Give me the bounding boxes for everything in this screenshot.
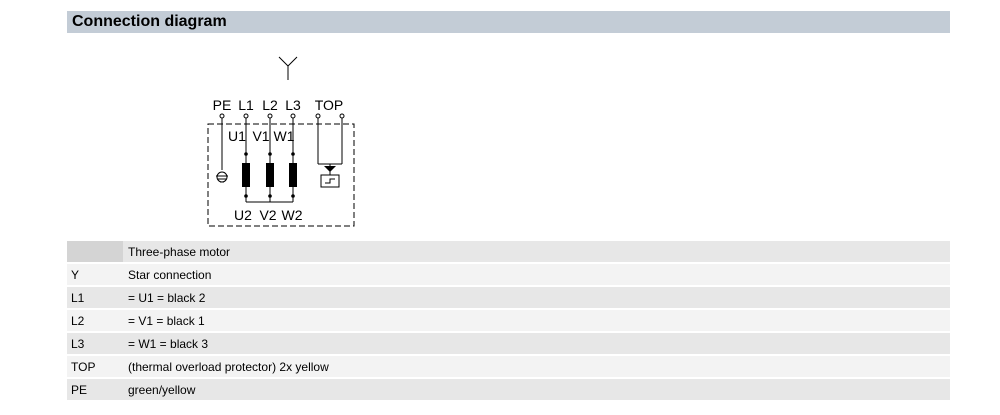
legend-value: (thermal overload protector) 2x yellow xyxy=(123,356,950,379)
winding-label-u1: U1 xyxy=(228,128,246,144)
legend-key: L3 xyxy=(67,333,123,356)
legend-key: Y xyxy=(67,264,123,287)
thermal-protector-icon xyxy=(320,166,340,188)
legend-key: TOP xyxy=(67,356,123,379)
winding-label-v1: V1 xyxy=(252,128,269,144)
table-row: L1 = U1 = black 2 xyxy=(67,287,950,310)
legend-value: Three-phase motor xyxy=(123,241,950,264)
legend-key xyxy=(67,241,123,264)
legend-value: = V1 = black 1 xyxy=(123,310,950,333)
legend-value: = W1 = black 3 xyxy=(123,333,950,356)
terminal-label-l1: L1 xyxy=(238,97,254,113)
terminal-label-top: TOP xyxy=(315,97,344,113)
table-row: PE green/yellow xyxy=(67,379,950,402)
winding-label-v2: V2 xyxy=(259,207,276,223)
table-row: Three-phase motor xyxy=(67,241,950,264)
winding-label-w1: W1 xyxy=(274,128,295,144)
phase-wires xyxy=(245,118,294,202)
table-row: Y Star connection xyxy=(67,264,950,287)
legend-value: Star connection xyxy=(123,264,950,287)
connection-diagram: PE L1 L2 L3 TOP U1 V1 W1 xyxy=(180,52,380,239)
legend-value: green/yellow xyxy=(123,379,950,402)
legend-key: L1 xyxy=(67,287,123,310)
winding-label-w2: W2 xyxy=(282,207,303,223)
section-title: Connection diagram xyxy=(72,13,227,30)
section-header: Connection diagram xyxy=(67,11,950,33)
terminal-label-pe: PE xyxy=(213,97,232,113)
motor-housing-outline xyxy=(207,123,355,227)
terminal-label-l3: L3 xyxy=(285,97,301,113)
table-row: L3 = W1 = black 3 xyxy=(67,333,950,356)
table-row: TOP (thermal overload protector) 2x yell… xyxy=(67,356,950,379)
terminal-points xyxy=(219,113,345,119)
legend-table: Three-phase motor Y Star connection L1 =… xyxy=(67,241,950,402)
ground-icon xyxy=(216,171,228,183)
legend-key: L2 xyxy=(67,310,123,333)
terminal-label-l2: L2 xyxy=(262,97,278,113)
legend-value: = U1 = black 2 xyxy=(123,287,950,310)
winding-label-u2: U2 xyxy=(234,207,252,223)
star-connection-symbol xyxy=(278,56,298,80)
connection-diagram-svg: PE L1 L2 L3 TOP U1 V1 W1 xyxy=(207,56,355,227)
legend-key: PE xyxy=(67,379,123,402)
table-row: L2 = V1 = black 1 xyxy=(67,310,950,333)
winding-coils xyxy=(242,152,297,198)
